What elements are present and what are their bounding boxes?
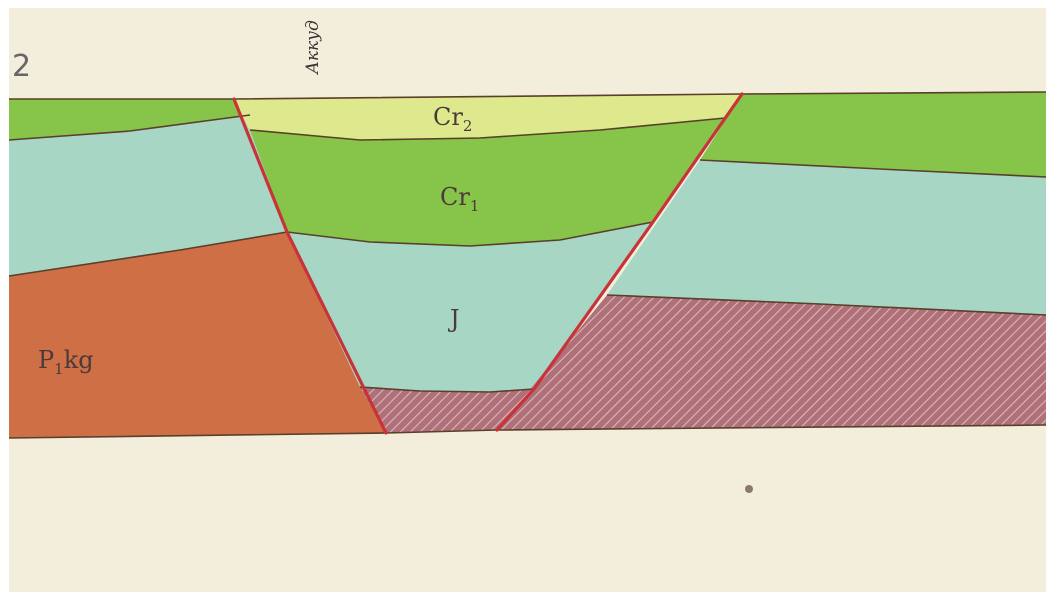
left-block-j [9,115,287,276]
graben-hatched-layer [360,387,534,433]
left-block-cr1 [9,99,250,140]
label-p1kg-base: P [38,346,54,374]
section-base-line [8,424,1047,439]
right-block-hatched-layer [497,295,1046,430]
label-cr1: Cr1 [440,183,479,215]
right-margin [1046,0,1051,592]
label-cr1-base: Cr [440,183,470,211]
left-cr1-j-contact [8,114,251,141]
graben-cr1 [250,118,725,246]
left-fault [232,97,388,435]
right-block-cr1 [700,92,1046,177]
graben-j-hatched-contact [359,386,535,393]
paper-speck [745,485,753,493]
ground-surface-line [9,91,1047,100]
label-j-base: J [447,305,460,333]
left-block-p1kg [9,232,386,438]
label-p1kg: P1kg [38,346,94,378]
right-cr1-j-contact [699,159,1047,178]
well-label: Аккуд [303,20,323,75]
right-j-hatched-contact [606,294,1047,316]
label-j: J [447,305,460,333]
top-margin [0,0,1051,8]
label-cr2: Cr2 [433,103,472,135]
right-block-j [607,160,1046,315]
contact-lines [8,91,1047,439]
figure-number: 2 [12,49,31,84]
graben-cr2-cr1-contact [249,117,726,141]
left-margin [0,0,9,592]
label-p1kg-suffix: kg [64,346,94,374]
label-p1kg-sub: 1 [54,360,64,378]
label-cr1-sub: 1 [470,197,480,215]
label-cr2-base: Cr [433,103,463,131]
fault-lines [232,92,744,435]
label-cr2-sub: 2 [463,117,473,135]
left-j-p1kg-contact [8,231,288,277]
right-fault [495,92,744,432]
graben-cr1-j-contact [286,221,654,247]
